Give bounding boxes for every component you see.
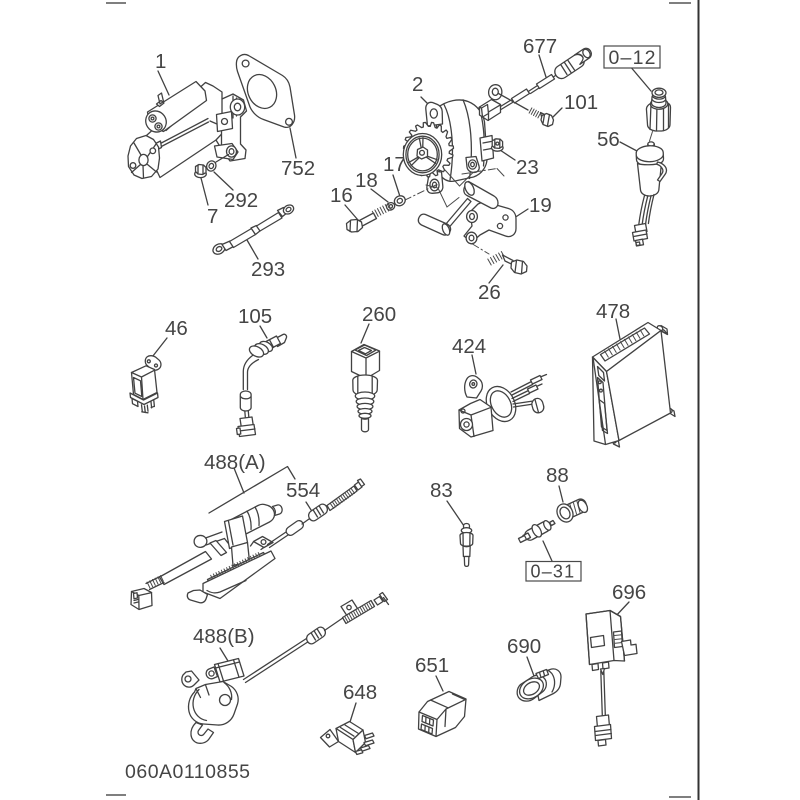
svg-text:17: 17 (383, 153, 406, 176)
svg-text:7: 7 (207, 205, 218, 228)
svg-text:478: 478 (596, 300, 630, 323)
svg-text:651: 651 (415, 654, 449, 677)
svg-text:46: 46 (165, 317, 188, 340)
svg-text:105: 105 (238, 305, 272, 328)
svg-text:260: 260 (362, 303, 396, 326)
svg-text:56: 56 (597, 128, 620, 151)
svg-text:16: 16 (330, 184, 353, 207)
svg-text:293: 293 (251, 258, 285, 281)
svg-text:752: 752 (281, 157, 315, 180)
svg-text:19: 19 (529, 194, 552, 217)
svg-text:424: 424 (452, 335, 486, 358)
svg-text:88: 88 (546, 464, 569, 487)
svg-text:83: 83 (430, 479, 453, 502)
svg-text:060A0110855: 060A0110855 (125, 761, 251, 783)
svg-text:648: 648 (343, 681, 377, 704)
svg-text:1: 1 (155, 50, 166, 73)
svg-text:554: 554 (286, 479, 320, 502)
svg-text:292: 292 (224, 189, 258, 212)
svg-text:101: 101 (564, 91, 598, 114)
svg-text:488(A): 488(A) (204, 451, 266, 474)
svg-text:26: 26 (478, 281, 501, 304)
svg-text:18: 18 (355, 169, 378, 192)
svg-text:677: 677 (523, 35, 557, 58)
svg-text:690: 690 (507, 635, 541, 658)
svg-text:488(B): 488(B) (193, 625, 255, 648)
svg-text:696: 696 (612, 581, 646, 604)
svg-text:23: 23 (516, 156, 539, 179)
svg-text:0–31: 0–31 (531, 562, 576, 582)
svg-text:2: 2 (412, 73, 423, 96)
svg-text:0–12: 0–12 (609, 47, 657, 69)
